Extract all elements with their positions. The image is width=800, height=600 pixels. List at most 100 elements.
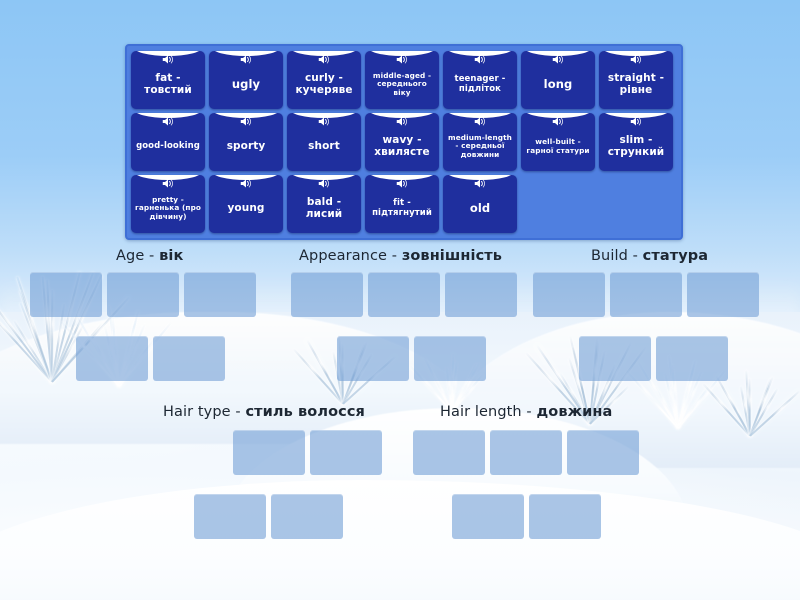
word-tile-label: fat - товстий bbox=[144, 71, 192, 96]
speaker-icon[interactable] bbox=[474, 178, 486, 189]
word-tile-tray: fat - товстий ugly curly - кучеряве middle-… bbox=[125, 44, 683, 240]
speaker-icon[interactable] bbox=[240, 116, 252, 127]
drop-slot-appearance[interactable] bbox=[337, 336, 409, 381]
category-title-age: Age - вік bbox=[116, 248, 183, 264]
drop-slot-age[interactable] bbox=[184, 272, 256, 317]
word-tile-label: middle-aged - середнього віку bbox=[372, 71, 432, 97]
drop-slot-hair-length[interactable] bbox=[529, 494, 601, 539]
speaker-icon[interactable] bbox=[318, 116, 330, 127]
drop-slot-hair-type[interactable] bbox=[233, 430, 305, 475]
word-tile-label: ugly bbox=[231, 77, 261, 92]
drop-slot-hair-length[interactable] bbox=[413, 430, 485, 475]
word-tile-label: short bbox=[308, 139, 340, 152]
tray-row: fat - товстий ugly curly - кучеряве middle-… bbox=[131, 51, 677, 109]
category-title-hair-type: Hair type - стиль волосся bbox=[163, 404, 365, 420]
word-tile[interactable]: sporty bbox=[209, 113, 283, 171]
word-tile[interactable]: short bbox=[287, 113, 361, 171]
word-tile[interactable]: young bbox=[209, 175, 283, 233]
word-tile-label: good-looking bbox=[136, 140, 200, 151]
word-tile[interactable]: wavy - хвилясте bbox=[365, 113, 439, 171]
word-tile-label: sporty bbox=[226, 139, 266, 152]
word-tile[interactable]: middle-aged - середнього віку bbox=[365, 51, 439, 109]
category-title-en: Hair type - bbox=[163, 404, 246, 420]
drop-slot-build[interactable] bbox=[579, 336, 651, 381]
category-title-uk: довжина bbox=[536, 404, 613, 420]
category-title-hair-length: Hair length - довжина bbox=[440, 404, 612, 420]
drop-slot-appearance[interactable] bbox=[368, 272, 440, 317]
category-title-uk: стиль волосся bbox=[245, 404, 365, 420]
background-snow-dune bbox=[0, 480, 800, 600]
word-tile[interactable]: old bbox=[443, 175, 517, 233]
drop-slot-build[interactable] bbox=[687, 272, 759, 317]
drop-slot-appearance[interactable] bbox=[445, 272, 517, 317]
speaker-icon[interactable] bbox=[162, 54, 174, 65]
word-tile[interactable]: medium-length - середньої довжини bbox=[443, 113, 517, 171]
speaker-icon[interactable] bbox=[552, 54, 564, 65]
speaker-icon[interactable] bbox=[630, 54, 642, 65]
category-title-uk: статура bbox=[642, 248, 709, 264]
speaker-icon[interactable] bbox=[318, 54, 330, 65]
speaker-icon[interactable] bbox=[474, 54, 486, 65]
category-title-en: Age - bbox=[116, 248, 160, 264]
speaker-icon[interactable] bbox=[396, 54, 408, 65]
category-title-appearance: Appearance - зовнішність bbox=[299, 248, 502, 264]
drop-slot-hair-length[interactable] bbox=[452, 494, 524, 539]
speaker-icon[interactable] bbox=[630, 116, 642, 127]
tray-row: pretty - гарненька (про дівчину) young bal… bbox=[131, 175, 677, 233]
word-tile-label: pretty - гарненька (про дівчину) bbox=[134, 195, 202, 221]
word-tile[interactable]: well-built - гарної статури bbox=[521, 113, 595, 171]
word-tile-label: old bbox=[469, 201, 491, 216]
speaker-icon[interactable] bbox=[240, 178, 252, 189]
drop-slot-hair-type[interactable] bbox=[194, 494, 266, 539]
word-tile[interactable]: good-looking bbox=[131, 113, 205, 171]
drop-slot-appearance[interactable] bbox=[291, 272, 363, 317]
category-title-uk: зовнішність bbox=[401, 248, 503, 264]
word-tile-label: fit - підтягнутий bbox=[372, 197, 432, 218]
word-tile-label: curly - кучеряве bbox=[295, 71, 353, 96]
word-tile[interactable]: fit - підтягнутий bbox=[365, 175, 439, 233]
category-title-build: Build - статура bbox=[591, 248, 708, 264]
drop-slot-build[interactable] bbox=[656, 336, 728, 381]
word-tile[interactable]: fat - товстий bbox=[131, 51, 205, 109]
word-tile[interactable]: teenager - підліток bbox=[443, 51, 517, 109]
speaker-icon[interactable] bbox=[240, 54, 252, 65]
word-tile[interactable]: slim - стрункий bbox=[599, 113, 673, 171]
word-tile-label: long bbox=[543, 77, 573, 92]
speaker-icon[interactable] bbox=[318, 178, 330, 189]
word-tile-label: bald - лисий bbox=[305, 195, 343, 220]
speaker-icon[interactable] bbox=[552, 116, 564, 127]
drop-slot-hair-type[interactable] bbox=[271, 494, 343, 539]
word-tile[interactable]: pretty - гарненька (про дівчину) bbox=[131, 175, 205, 233]
drop-slot-hair-length[interactable] bbox=[490, 430, 562, 475]
drop-slot-hair-length[interactable] bbox=[567, 430, 639, 475]
category-title-en: Build - bbox=[591, 248, 643, 264]
word-tile-label: well-built - гарної статури bbox=[526, 137, 590, 155]
drop-slot-hair-type[interactable] bbox=[310, 430, 382, 475]
drop-slot-appearance[interactable] bbox=[414, 336, 486, 381]
word-tile-label: medium-length - середньої довжини bbox=[448, 133, 512, 159]
speaker-icon[interactable] bbox=[396, 178, 408, 189]
category-title-en: Appearance - bbox=[299, 248, 402, 264]
drop-slot-age[interactable] bbox=[107, 272, 179, 317]
word-tile-label: young bbox=[227, 201, 265, 214]
frosted-grass-clump bbox=[702, 366, 800, 437]
category-title-uk: вік bbox=[159, 248, 184, 264]
word-tile-label: teenager - підліток bbox=[454, 73, 506, 94]
drop-slot-age[interactable] bbox=[153, 336, 225, 381]
speaker-icon[interactable] bbox=[162, 116, 174, 127]
drop-slot-age[interactable] bbox=[30, 272, 102, 317]
word-tile[interactable]: straight - рівне bbox=[599, 51, 673, 109]
speaker-icon[interactable] bbox=[162, 178, 174, 189]
word-tile[interactable]: bald - лисий bbox=[287, 175, 361, 233]
speaker-icon[interactable] bbox=[396, 116, 408, 127]
word-tile[interactable]: long bbox=[521, 51, 595, 109]
word-tile[interactable]: ugly bbox=[209, 51, 283, 109]
drop-slot-build[interactable] bbox=[610, 272, 682, 317]
word-tile-label: wavy - хвилясте bbox=[374, 133, 430, 158]
drop-slot-build[interactable] bbox=[533, 272, 605, 317]
speaker-icon[interactable] bbox=[474, 116, 486, 127]
word-tile[interactable]: curly - кучеряве bbox=[287, 51, 361, 109]
drop-slot-age[interactable] bbox=[76, 336, 148, 381]
tray-row: good-looking sporty short wavy - хвилясте me… bbox=[131, 113, 677, 171]
